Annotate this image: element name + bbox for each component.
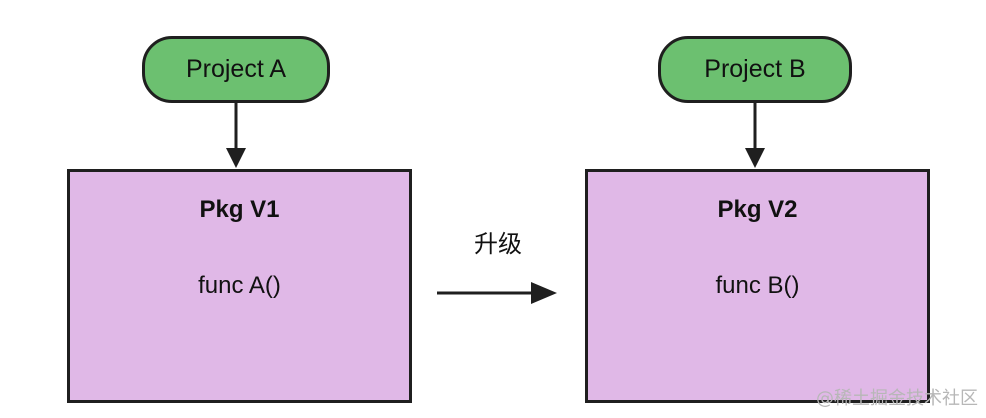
upgrade-label: 升级 — [474, 230, 522, 258]
package-v2-title: Pkg V2 — [717, 196, 798, 223]
package-v1-title: Pkg V1 — [199, 196, 280, 223]
project-b-to-pkg-v2-arrowhead — [745, 148, 765, 168]
package-v1-box: Pkg V1 func A() — [67, 169, 412, 403]
project-b-node: Project B — [658, 36, 852, 103]
package-v1-function: func A() — [198, 272, 281, 299]
package-v2-box: Pkg V2 func B() — [585, 169, 930, 403]
project-a-label: Project A — [185, 55, 287, 83]
project-a-to-pkg-v1-arrowhead — [226, 148, 246, 168]
package-v2-function: func B() — [715, 272, 800, 299]
watermark-text: @稀土掘金技术社区 — [816, 388, 978, 409]
upgrade-arrowhead — [531, 282, 557, 304]
project-b-label: Project B — [704, 55, 806, 83]
project-a-node: Project A — [142, 36, 330, 103]
